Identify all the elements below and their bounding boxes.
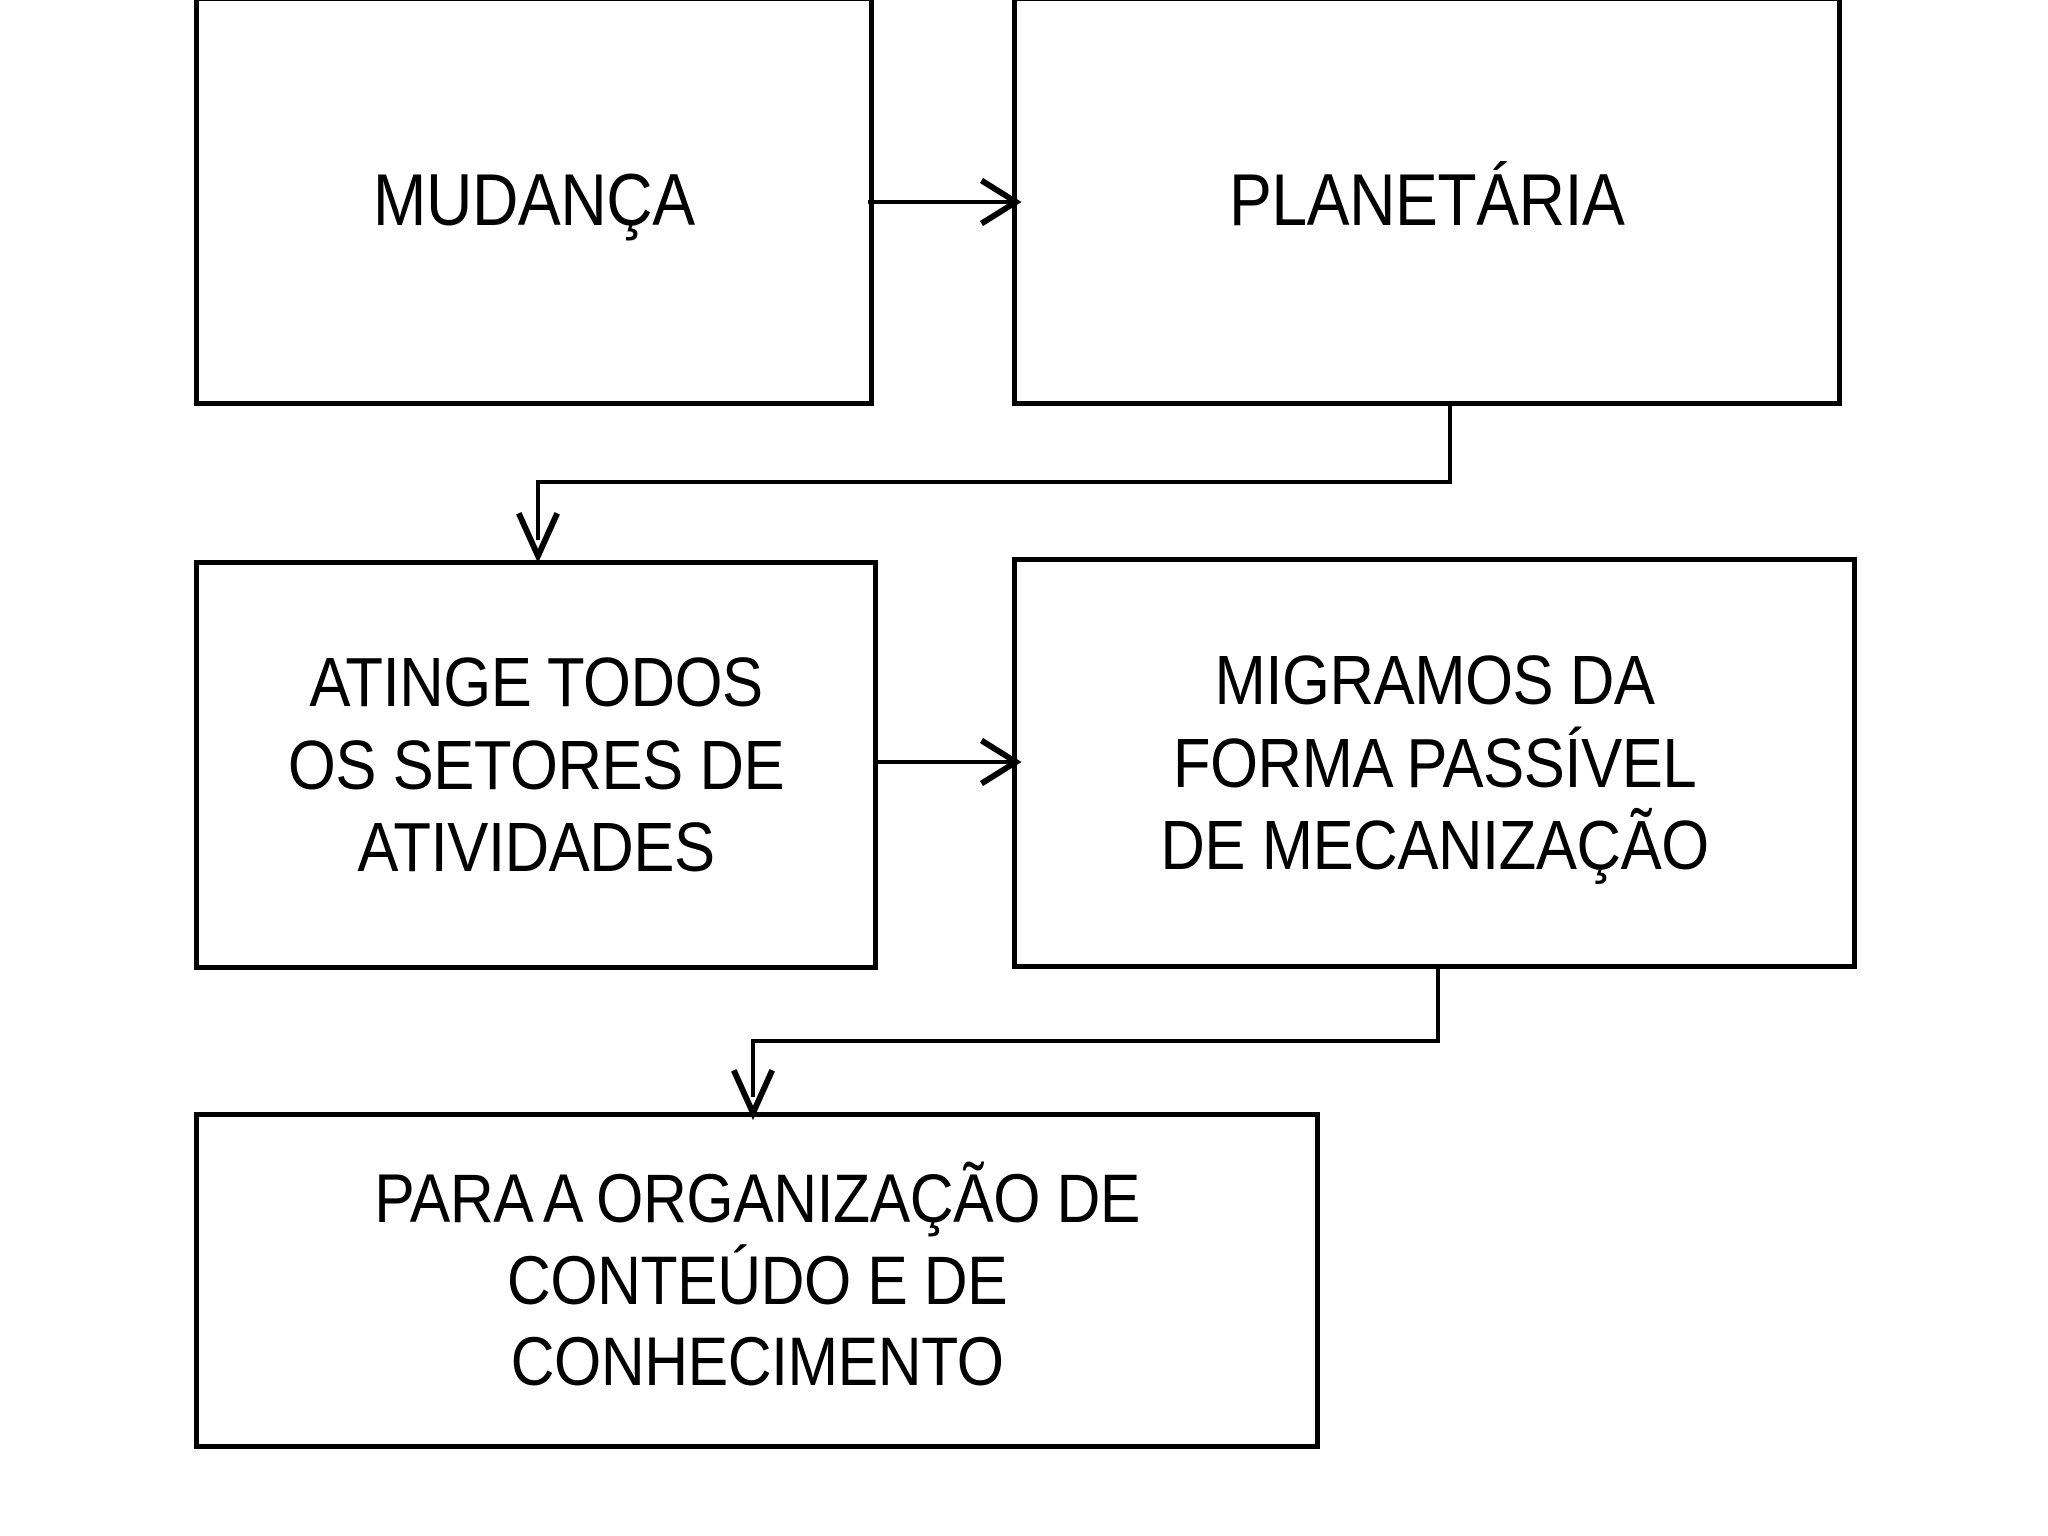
flow-node-mudanca[interactable]: MUDANÇA: [194, 0, 874, 406]
flow-node-label: PLANETÁRIA: [1229, 159, 1625, 241]
flow-node-label: MUDANÇA: [373, 159, 695, 241]
flow-node-label: ATINGE TODOS OS SETORES DE ATIVIDADES: [287, 643, 785, 887]
flow-node-migramos-da-forma-passivel[interactable]: MIGRAMOS DA FORMA PASSÍVEL DE MECANIZAÇÃ…: [1012, 557, 1857, 969]
flow-node-planetaria[interactable]: PLANETÁRIA: [1012, 0, 1842, 406]
flow-node-label: MIGRAMOS DA FORMA PASSÍVEL DE MECANIZAÇÃ…: [1160, 641, 1709, 885]
flow-node-para-a-organizacao[interactable]: PARA A ORGANIZAÇÃO DE CONTEÚDO E DE CONH…: [194, 1112, 1320, 1449]
connector-planetaria-to-atinge: [510, 400, 1490, 570]
flow-node-atinge-todos-os-setores[interactable]: ATINGE TODOS OS SETORES DE ATIVIDADES: [194, 560, 878, 970]
connector-atinge-to-migramos: [872, 732, 1022, 792]
connector-mudanca-to-planetaria: [866, 172, 1022, 232]
connector-migramos-to-organizacao: [725, 965, 1465, 1125]
flow-node-label: PARA A ORGANIZAÇÃO DE CONTEÚDO E DE CONH…: [374, 1160, 1140, 1401]
